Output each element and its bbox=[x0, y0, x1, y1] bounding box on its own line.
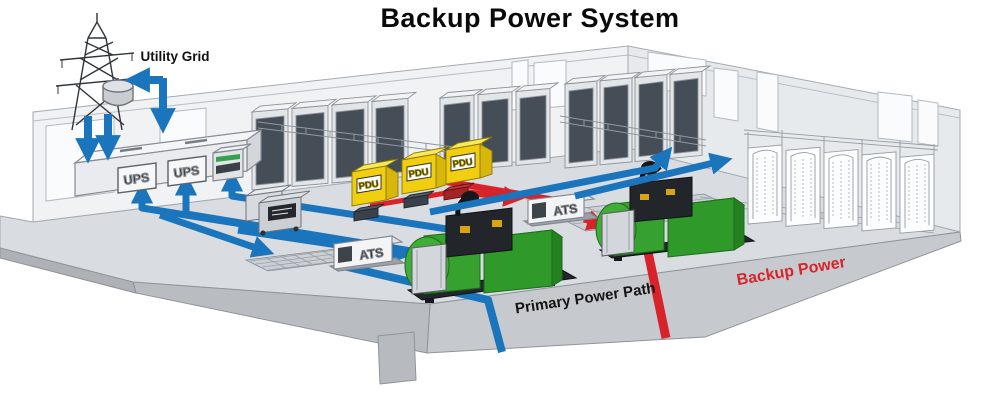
heat-exchanger-panel bbox=[411, 243, 447, 295]
utility-grid-label: Utility Grid bbox=[140, 49, 209, 64]
busway-connector bbox=[353, 190, 435, 222]
server-rack bbox=[250, 102, 298, 191]
pdu-3-label: PDU bbox=[452, 157, 474, 171]
ups-unit-2: UPS bbox=[167, 155, 207, 187]
ups-bank: UPS UPS bbox=[72, 128, 262, 197]
server-rack-row bbox=[250, 65, 712, 191]
primary-power-path-line bbox=[334, 260, 506, 354]
controller-display bbox=[216, 154, 240, 162]
pdu-2-label: PDU bbox=[408, 167, 430, 181]
ats-2: ATS bbox=[522, 192, 600, 227]
server-rack bbox=[598, 71, 642, 166]
ats-1-label: ATS bbox=[359, 246, 385, 263]
battery-rack bbox=[747, 144, 783, 225]
pdu-units: PDU PDU PDU bbox=[351, 136, 493, 222]
ups-unit-2-label: UPS bbox=[173, 163, 200, 180]
ats-2-label: ATS bbox=[553, 202, 579, 219]
server-rack bbox=[330, 95, 378, 184]
engine-block bbox=[445, 191, 513, 258]
box-display bbox=[268, 203, 296, 221]
generator-2 bbox=[595, 161, 756, 261]
ups-unit-1: UPS bbox=[117, 162, 157, 194]
server-rack bbox=[514, 82, 560, 166]
backup-run bbox=[435, 176, 561, 205]
cable-tray bbox=[257, 115, 707, 157]
battery-rack bbox=[785, 146, 821, 227]
battery-rack bbox=[861, 151, 897, 232]
primary-to-battery-racks bbox=[574, 152, 733, 200]
battery-rack bbox=[823, 149, 859, 230]
distribution-box bbox=[245, 184, 311, 236]
primary-branch-arrow bbox=[158, 211, 275, 258]
ups-controller bbox=[212, 143, 252, 182]
primary-feed-3 bbox=[220, 169, 546, 248]
pdu-1: PDU bbox=[351, 158, 399, 207]
grid-transformer bbox=[102, 78, 134, 107]
heat-exchanger-panel bbox=[601, 209, 635, 257]
grid-feed-arrows bbox=[75, 67, 733, 216]
generator-1 bbox=[404, 191, 578, 303]
battery-rack bbox=[899, 153, 935, 234]
utility-tower bbox=[55, 13, 141, 131]
pdu-2: PDU bbox=[401, 146, 449, 195]
ups-unit-1-label: UPS bbox=[123, 170, 150, 187]
slab-pillar bbox=[377, 331, 417, 385]
server-rack bbox=[668, 65, 712, 159]
pdu-1-label: PDU bbox=[358, 179, 380, 193]
primary-to-racks bbox=[429, 146, 673, 216]
pdu-3: PDU bbox=[445, 136, 493, 185]
battery-racks bbox=[743, 129, 939, 234]
ats-1: ATS bbox=[328, 235, 406, 272]
platform-slab bbox=[0, 231, 962, 385]
server-rack bbox=[476, 85, 522, 170]
page-title: Backup Power System bbox=[380, 3, 679, 33]
